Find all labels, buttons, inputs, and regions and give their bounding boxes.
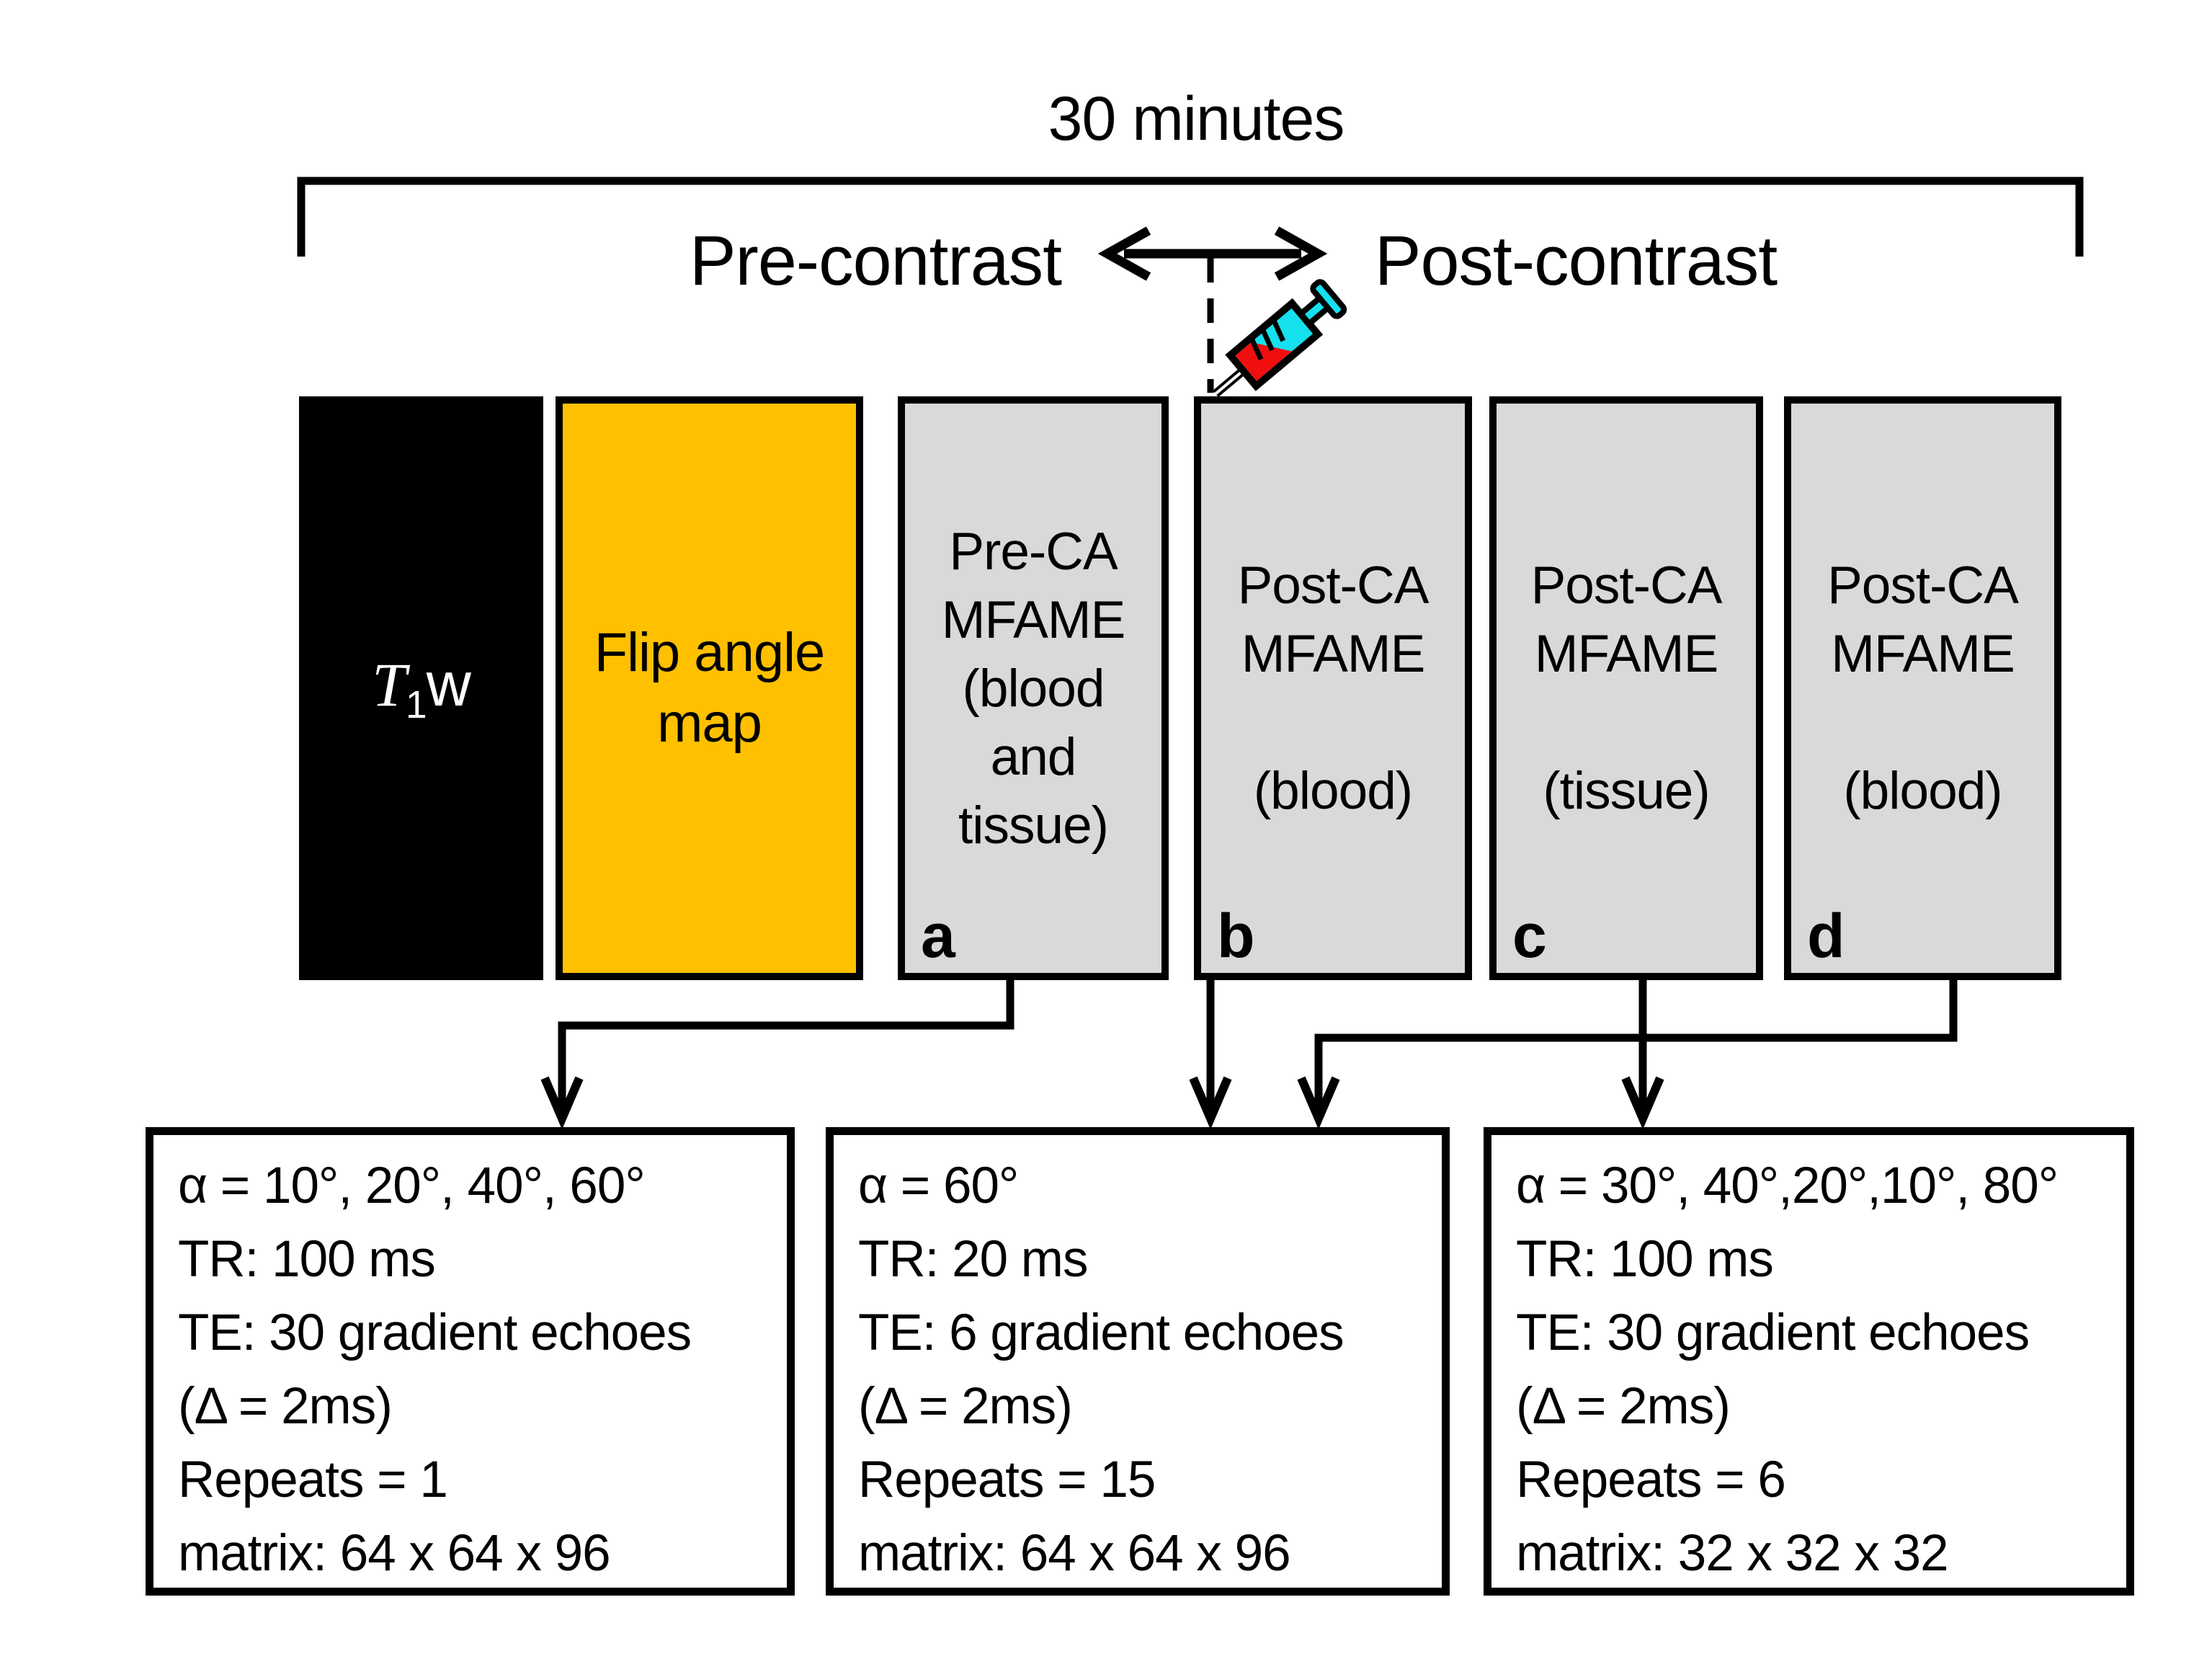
connector-b-to-params2 [1189,979,1232,1130]
flip-angle-line: map [657,693,762,754]
t1w-suffix: w [426,650,471,720]
connector-d-to-params2 [1297,979,1958,1130]
box-letter: b [1217,902,1255,971]
pre-contrast-label: Pre-contrast [689,221,1062,300]
mfame-box-a: Pre-CA MFAME (blood and tissue) a [898,396,1169,980]
param-line: TE: 30 gradient echoes [178,1304,692,1361]
mfame-box-c: Post-CA MFAME (tissue) c [1489,396,1763,980]
flip-angle-map-box: Flip angle map [556,396,863,980]
param-line: (Δ = 2ms) [178,1378,393,1435]
box-detail-line: (blood [962,659,1105,718]
box-title-line: Post-CA [1237,556,1430,615]
box-detail-line: (blood) [1253,762,1413,820]
param-line: Repeats = 1 [178,1451,448,1508]
param-line: TR: 100 ms [178,1231,436,1288]
t1w-scan-box: T1w [299,396,543,980]
box-letter: d [1807,902,1845,971]
params-box-dynamic: α = 60° TR: 20 ms TE: 6 gradient echoes … [826,1127,1450,1596]
t1w-symbol: T [372,650,406,720]
t1w-label: T1w [372,649,471,727]
param-line: TR: 100 ms [1516,1231,1774,1288]
param-line: matrix: 32 x 32 x 32 [1516,1525,1949,1582]
box-title-line: MFAME [1534,625,1719,683]
box-title-line: Pre-CA [949,522,1118,581]
box-letter: a [921,902,955,971]
box-detail-line: and [990,727,1077,786]
box-title-line: MFAME [941,590,1126,649]
flip-angle-line: Flip angle [594,622,826,683]
params-box-postcontrast: α = 30°, 40°,20°,10°, 80° TR: 100 ms TE:… [1484,1127,2134,1596]
param-line: matrix: 64 x 64 x 96 [858,1525,1291,1582]
box-title-line: Post-CA [1827,556,2019,615]
box-detail-line: (blood) [1843,762,2002,820]
param-line: (Δ = 2ms) [1516,1378,1731,1435]
param-line: matrix: 64 x 64 x 96 [178,1525,611,1582]
mfame-box-b: Post-CA MFAME (blood) b [1194,396,1472,980]
param-line: α = 10°, 20°, 40°, 60° [178,1157,646,1214]
param-line: TE: 30 gradient echoes [1516,1304,2030,1361]
duration-label: 30 minutes [1048,84,1345,154]
box-title-line: MFAME [1241,625,1426,683]
param-line: Repeats = 15 [858,1451,1156,1508]
param-line: α = 60° [858,1157,1019,1214]
connector-c-to-params3 [1621,979,1664,1130]
mfame-box-d: Post-CA MFAME (blood) d [1784,396,2061,980]
t1w-subscript: 1 [406,684,427,727]
box-title-line: Post-CA [1530,556,1723,615]
param-line: TE: 6 gradient echoes [858,1304,1344,1361]
post-contrast-label: Post-contrast [1374,221,1778,300]
connector-a-to-params1 [540,979,1014,1130]
box-detail-line: tissue) [958,796,1109,855]
param-line: (Δ = 2ms) [858,1378,1073,1435]
params-box-precontrast: α = 10°, 20°, 40°, 60° TR: 100 ms TE: 30… [146,1127,795,1596]
param-line: TR: 20 ms [858,1231,1088,1288]
param-line: α = 30°, 40°,20°,10°, 80° [1516,1157,2059,1214]
param-line: Repeats = 6 [1516,1451,1786,1508]
box-title-line: MFAME [1831,625,2015,683]
box-letter: c [1512,902,1547,971]
box-detail-line: (tissue) [1543,762,1710,820]
